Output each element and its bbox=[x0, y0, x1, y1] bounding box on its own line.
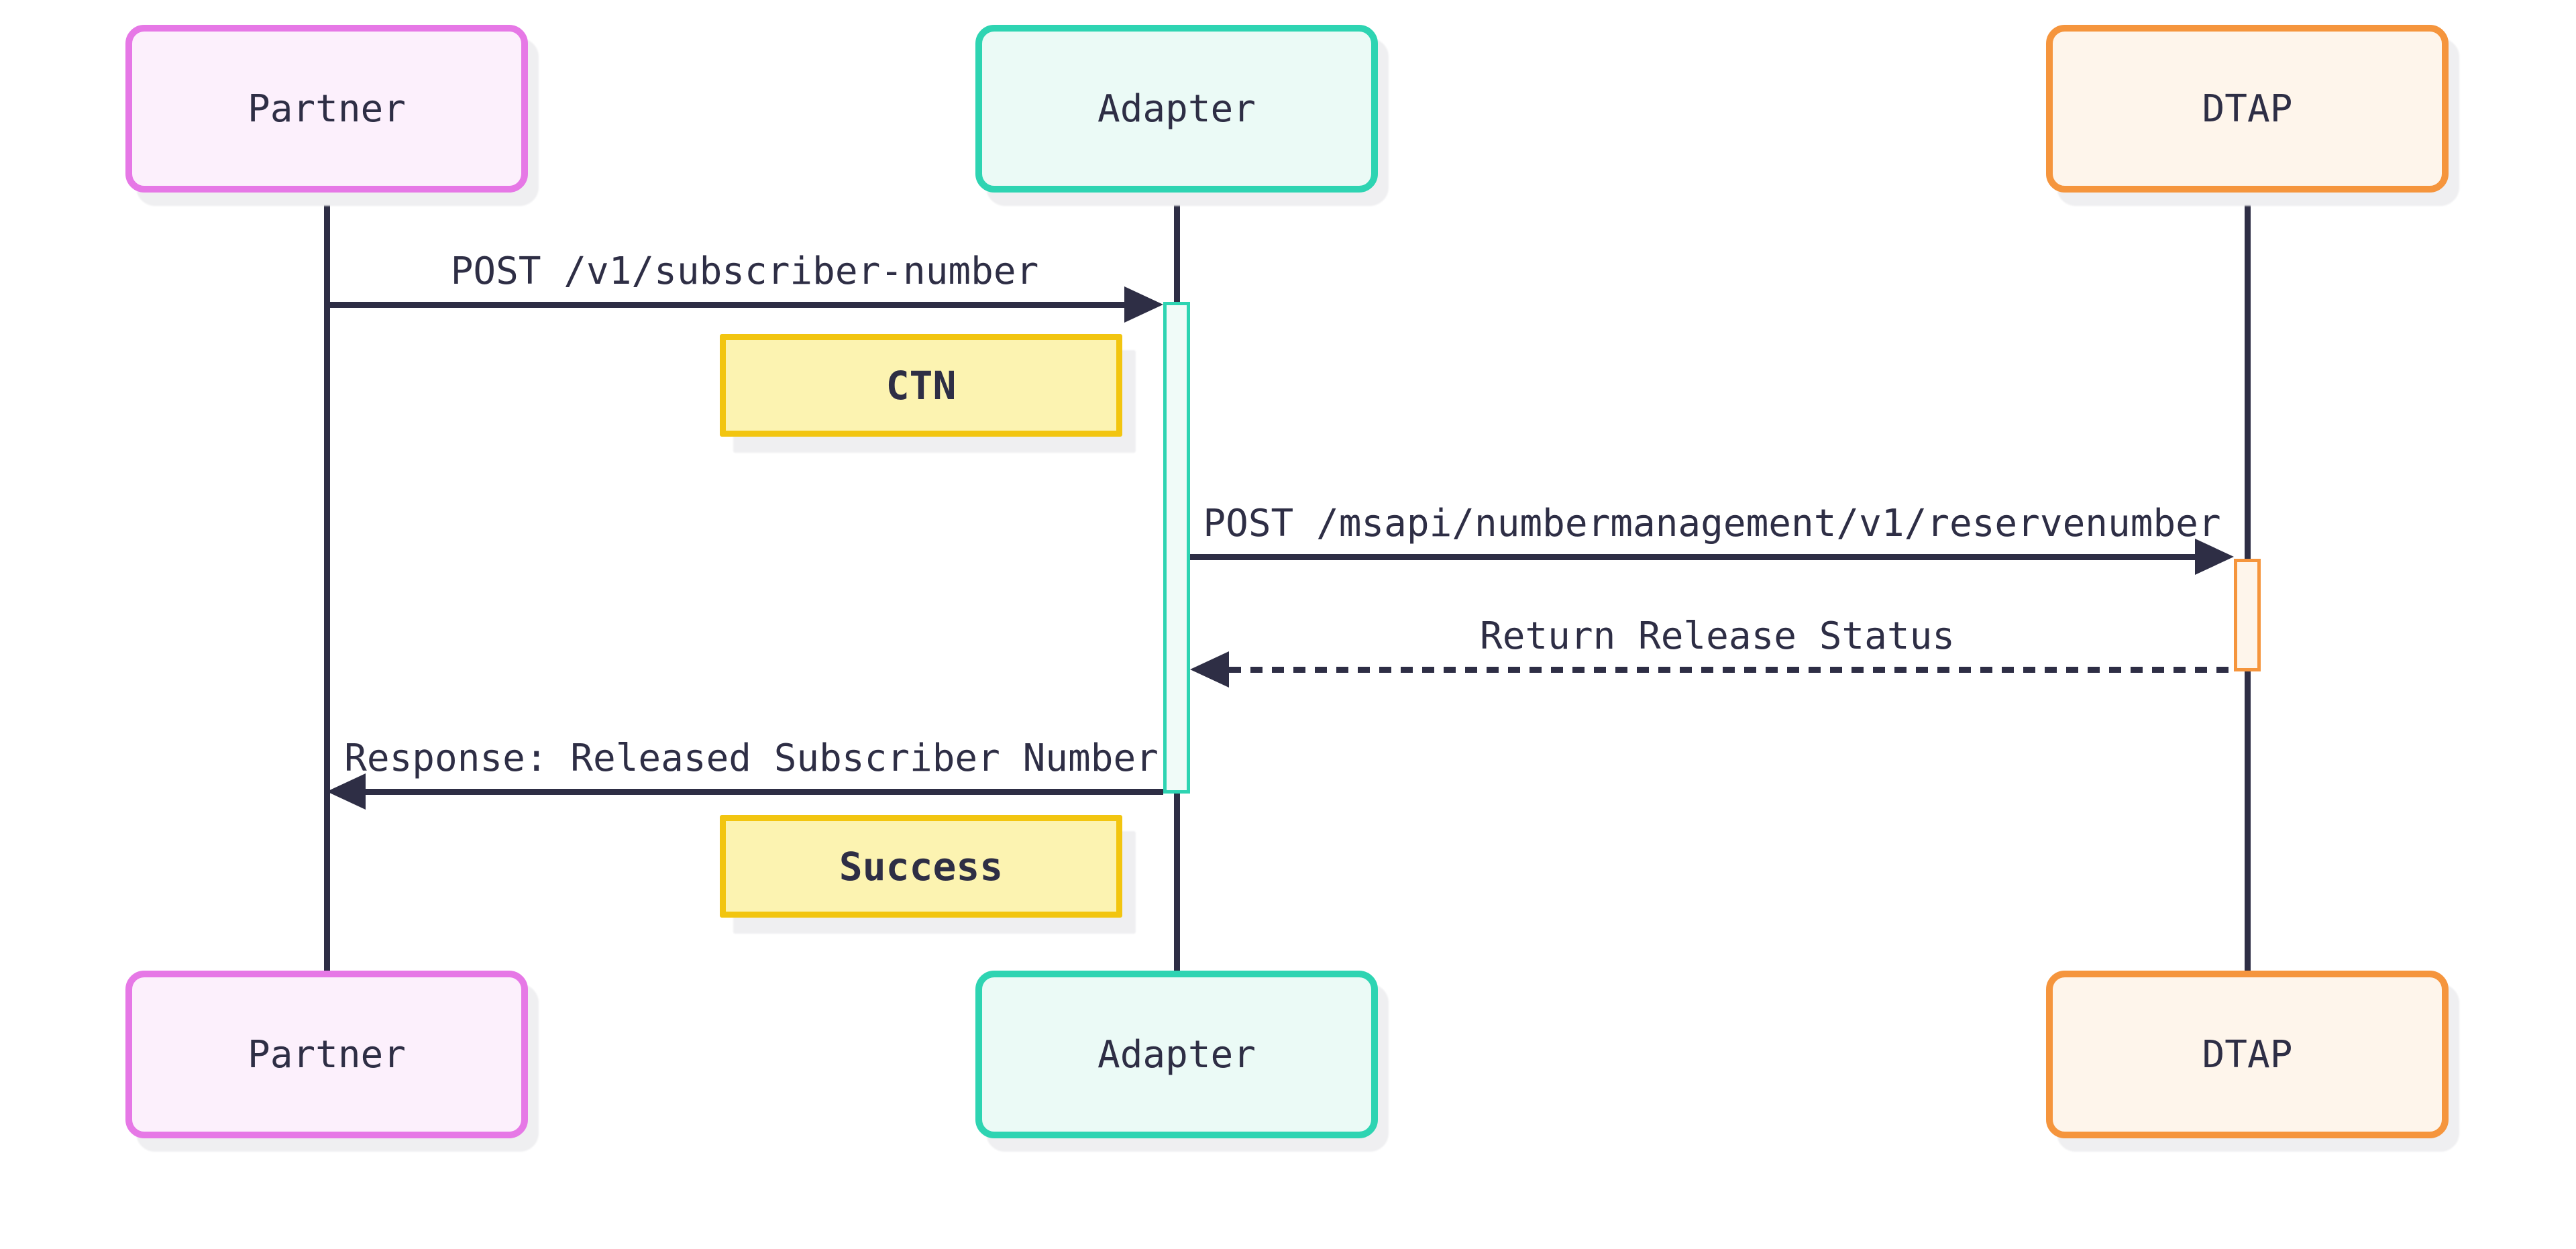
message-3-dotted-line bbox=[1229, 667, 2234, 673]
actor-box-dtap-top: DTAP bbox=[2046, 25, 2449, 193]
activation-bar-adapter bbox=[1163, 302, 1190, 794]
message-1-label: POST /v1/subscriber-number bbox=[450, 250, 1039, 293]
actor-label-dtap-bottom: DTAP bbox=[2202, 1032, 2293, 1077]
actor-label-adapter-bottom: Adapter bbox=[1097, 1032, 1256, 1077]
note-ctn: CTN bbox=[720, 334, 1122, 437]
activation-bar-dtap bbox=[2234, 559, 2261, 671]
actor-label-partner-top: Partner bbox=[247, 87, 406, 131]
note-ctn-label: CTN bbox=[885, 362, 957, 409]
arrowhead-right-icon bbox=[2195, 539, 2234, 575]
actor-box-partner-bottom: Partner bbox=[125, 971, 528, 1138]
arrowhead-right-icon bbox=[1124, 286, 1163, 323]
message-4-line bbox=[366, 789, 1163, 795]
message-2-line bbox=[1190, 554, 2198, 560]
actor-label-dtap-top: DTAP bbox=[2202, 87, 2293, 131]
actor-box-partner-top: Partner bbox=[125, 25, 528, 193]
actor-box-adapter-top: Adapter bbox=[975, 25, 1378, 193]
actor-box-adapter-bottom: Adapter bbox=[975, 971, 1378, 1138]
arrowhead-left-icon bbox=[1190, 651, 1229, 688]
note-success-label: Success bbox=[839, 843, 1004, 889]
message-3-label: Return Release Status bbox=[1479, 614, 1955, 658]
message-2-label: POST /msapi/numbermanagement/v1/reserven… bbox=[1203, 502, 2221, 545]
actor-label-partner-bottom: Partner bbox=[247, 1032, 406, 1077]
actor-label-adapter-top: Adapter bbox=[1097, 87, 1256, 131]
lifeline-partner bbox=[324, 193, 330, 971]
message-1-line bbox=[327, 302, 1128, 308]
arrowhead-left-icon bbox=[327, 773, 366, 810]
actor-box-dtap-bottom: DTAP bbox=[2046, 971, 2449, 1138]
message-4-label: Response: Released Subscriber Number bbox=[344, 737, 1159, 780]
note-success: Success bbox=[720, 815, 1122, 918]
